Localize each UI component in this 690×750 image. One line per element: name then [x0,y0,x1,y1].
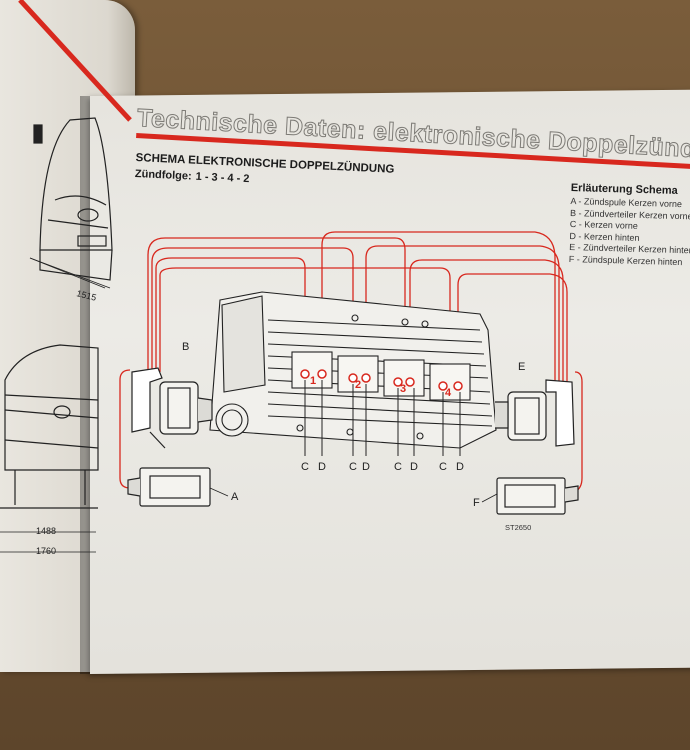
wire-front-3 [155,257,306,372]
cylinder-number-4: 4 [445,387,452,399]
spark-plug-markers [300,369,463,391]
label-a: A [231,491,239,503]
dimension-1488: 1488 [36,526,56,536]
wire-front-4 [159,267,451,380]
plug-label-c-1: C [301,461,309,473]
plug-label-d-2: D [362,461,370,473]
cylinder-number-2: 2 [355,379,361,391]
wire-coil-a [119,369,140,489]
plug-label-d-4: D [456,461,464,473]
wire-rear-2 [365,245,560,382]
drawing-code: ST2650 [505,523,531,532]
left-page-red-stripe [18,0,132,122]
car-rear-view [0,344,99,509]
wire-rear-3 [409,259,564,382]
label-e: E [518,361,525,373]
ht-wires [119,231,583,499]
label-f: F [473,497,480,509]
cylinder-number-1: 1 [310,375,316,387]
wire-rear-1 [321,231,556,382]
distributor-e [495,379,575,447]
coil-a [127,467,211,507]
wire-front-2 [151,247,354,372]
wire-rear-4 [457,273,568,382]
leader-a [209,487,229,497]
plug-label-d-1: D [318,461,326,473]
engine-block [209,291,497,449]
wire-front-1 [147,237,406,372]
car-front-view [29,117,113,289]
plug-label-c-4: C [439,461,447,473]
dimension-1515: 1515 [76,288,98,303]
plug-label-c-3: C [394,461,402,473]
coil-f [496,477,579,515]
dimension-lines: 1515 1488 1760 [0,257,106,556]
leader-f [481,493,498,503]
plug-leads [304,380,461,456]
plug-label-d-3: D [410,461,418,473]
plug-label-c-2: C [349,461,357,473]
dimension-1760: 1760 [36,546,56,556]
label-b: B [182,341,189,353]
distributor-b [131,367,213,449]
cylinder-number-3: 3 [400,383,406,395]
